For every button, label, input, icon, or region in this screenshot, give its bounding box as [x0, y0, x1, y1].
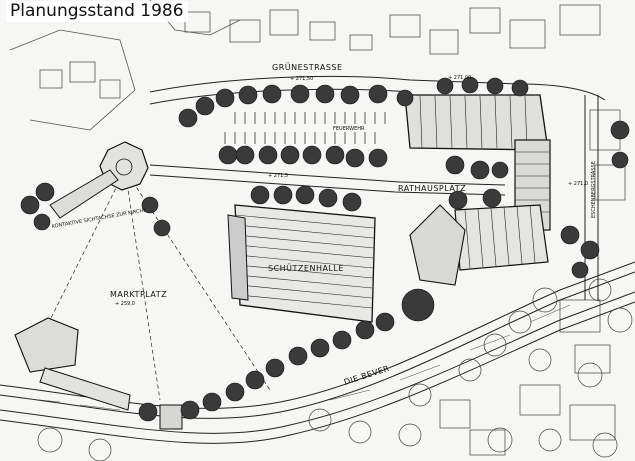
- schuetzenhalle-building: [227, 204, 376, 323]
- label-elev-rathaus: + 271,5: [268, 173, 288, 179]
- rathaus-building: [404, 94, 551, 286]
- label-eschenbergstrasse: ESCHENBERGSTRASSE: [591, 161, 597, 218]
- plan-title: Planungsstand 1986: [6, 1, 188, 22]
- label-elev-right2: + 271,0: [568, 181, 588, 187]
- label-elev-right: + 271,00: [448, 75, 471, 81]
- label-elev-gruene: + 271,50: [290, 76, 313, 82]
- river-hatch: [19, 304, 571, 411]
- tree-canopy: [20, 76, 630, 422]
- label-rathausplatz: RATHAUSPLATZ: [398, 184, 466, 193]
- market-buildings: [14, 317, 183, 430]
- label-gruenestrasse: GRÜNESTRASSE: [272, 62, 343, 72]
- label-elev-marktplatz: + 259,0: [115, 301, 135, 307]
- label-parking-note: FEUERWEHR: [333, 126, 365, 132]
- rotunda-building: [49, 141, 149, 219]
- light-tree-outlines: [37, 278, 633, 461]
- parking-lot: [224, 112, 386, 144]
- label-schuetzenhalle: SCHÜTZENHALLE: [268, 263, 344, 273]
- label-marktplatz: MARKTPLATZ: [110, 290, 167, 299]
